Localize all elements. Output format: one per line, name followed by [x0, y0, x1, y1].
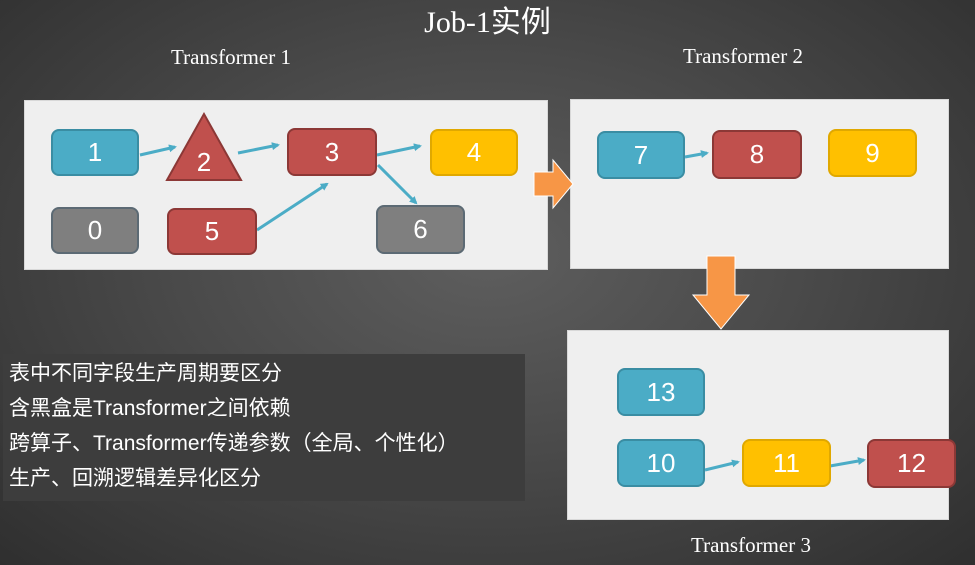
- edge-5-3: [256, 182, 329, 232]
- node-12: 12: [867, 439, 956, 488]
- edge-3-6: [376, 163, 418, 205]
- edge-1-2: [139, 144, 177, 157]
- node-5: 5: [167, 208, 257, 255]
- node-3: 3: [287, 128, 377, 176]
- node-7: 7: [597, 131, 685, 179]
- node-10: 10: [617, 439, 705, 487]
- transformer-2-label: Transformer 2: [683, 44, 803, 68]
- note-line: 表中不同字段生产周期要区分: [9, 362, 282, 385]
- edge-10-11: [704, 459, 740, 472]
- transformer-3-label: Transformer 3: [691, 533, 811, 557]
- edge-2-3: [237, 142, 280, 155]
- node-2-label: 2: [196, 147, 212, 177]
- node-4: 4: [430, 129, 518, 176]
- note-line: 含黑盒是Transformer之间依赖: [9, 397, 291, 420]
- note-line: 跨算子、Transformer传递参数（全局、个性化）: [9, 432, 459, 455]
- node-11: 11: [742, 439, 831, 487]
- node-9: 9: [828, 129, 917, 177]
- node-2-triangle: [165, 111, 243, 181]
- transformer-2-panel: [570, 99, 949, 269]
- edge-11-12: [829, 457, 866, 468]
- node-13: 13: [617, 368, 705, 416]
- note-line: 生产、回溯逻辑差异化区分: [9, 467, 261, 490]
- page-title: Job-1实例: [424, 6, 551, 39]
- transformer-1-label: Transformer 1: [171, 45, 291, 69]
- node-6: 6: [376, 205, 465, 254]
- node-0: 0: [51, 207, 139, 254]
- flow-arrow-down: [691, 255, 751, 330]
- notes-box: 表中不同字段生产周期要区分 含黑盒是Transformer之间依赖 跨算子、Tr…: [3, 354, 525, 501]
- node-8: 8: [712, 130, 802, 179]
- flow-arrow-right: [533, 158, 574, 210]
- edge-7-8: [684, 150, 709, 159]
- edge-3-4: [376, 143, 422, 157]
- transformer-3-panel: [567, 330, 949, 520]
- node-1: 1: [51, 129, 139, 176]
